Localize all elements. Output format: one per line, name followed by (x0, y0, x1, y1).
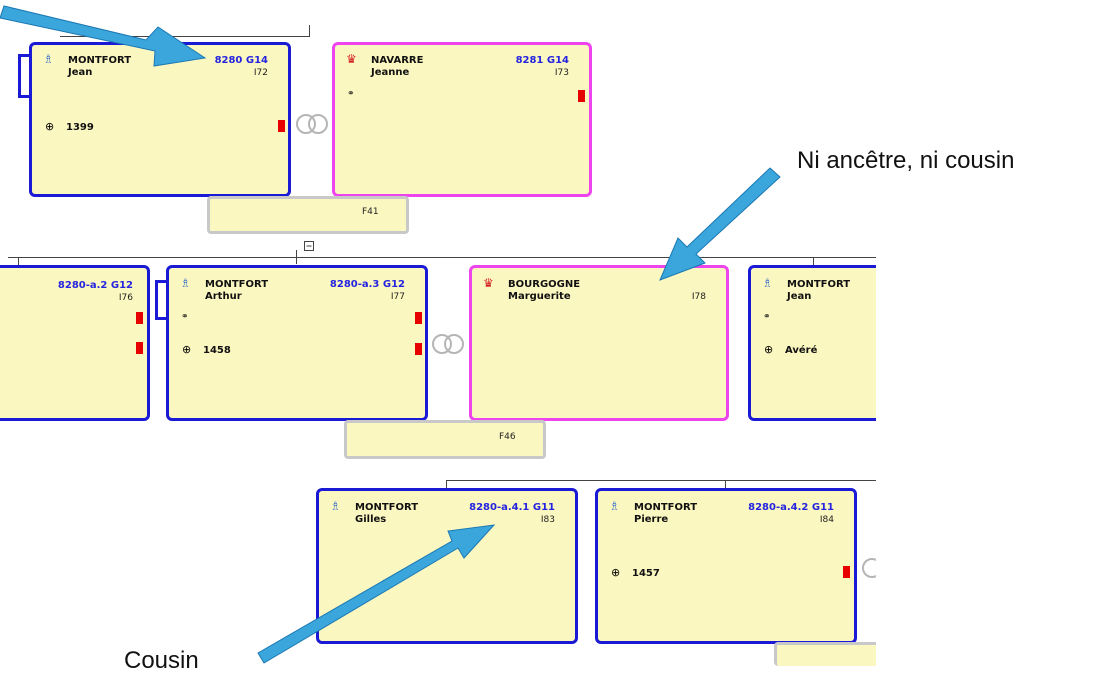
person-id: I78 (691, 292, 706, 302)
sosa-number: 8281 G14 (515, 55, 569, 66)
collapse-icon (304, 241, 314, 251)
source-marker[interactable] (578, 90, 585, 102)
male-person-icon: ♗ (330, 499, 341, 513)
death-date: 1399 (66, 122, 94, 133)
gen12-tick-left (18, 257, 19, 265)
person-card-jean-montfort[interactable]: ♗ MONTFORT Jean 8280 G14 I72 ⊕ 1399 (29, 42, 291, 197)
annotation-ni-ancetre: Ni ancêtre, ni cousin (797, 147, 1015, 174)
family-id: F46 (499, 432, 516, 442)
person-given-name: Arthur (205, 291, 242, 302)
gen12-tick-arthur (296, 250, 297, 264)
death-date: 1458 (203, 345, 231, 356)
family-box-f41[interactable]: F41 (207, 196, 409, 234)
person-card-marguerite-bourgogne[interactable]: ♛ BOURGOGNE Marguerite I78 (469, 265, 729, 421)
arrow-to-sosa (0, 5, 207, 67)
person-id: I84 (819, 515, 834, 525)
male-person-icon: ♗ (43, 52, 54, 66)
death-icon: ⊕ (182, 343, 192, 356)
top-connector-h (60, 36, 310, 37)
gen12-connector (8, 257, 876, 258)
person-card-arthur-montfort[interactable]: ♗ MONTFORT Arthur 8280-a.3 G12 I77 ⚭ ⊕ 1… (166, 265, 428, 421)
marriage-icon (296, 114, 328, 134)
family-box-partial[interactable] (774, 642, 894, 666)
person-given-name: Jean (68, 67, 93, 78)
person-card-gilles-montfort[interactable]: ♗ MONTFORT Gilles 8280-a.4.1 G11 I83 (316, 488, 578, 644)
family-box-f46[interactable]: F46 (344, 420, 546, 459)
sosa-number: 8280-a.4.2 G11 (748, 502, 834, 513)
person-surname: BOURGOGNE (508, 279, 581, 290)
male-person-icon: ♗ (609, 499, 620, 513)
person-id: I73 (554, 68, 569, 78)
person-card-jean-montfort-right[interactable]: ♗ MONTFORT Jean ⚭ ⊕ Avéré (748, 265, 888, 421)
marriage-icon (432, 334, 464, 354)
collapse-toggle[interactable] (304, 236, 314, 251)
person-card-jeanne-navarre[interactable]: ♛ NAVARRE Jeanne 8281 G14 I73 ⚭ (332, 42, 592, 197)
marriage-icon (862, 558, 876, 578)
arrow-to-bourgogne (659, 167, 781, 281)
arrow-to-gilles (257, 524, 496, 664)
male-person-icon: ♗ (180, 276, 191, 290)
sosa-number: 8280-a.3 G12 (329, 279, 405, 290)
source-marker[interactable] (278, 120, 285, 132)
male-person-icon: ♗ (762, 276, 773, 290)
person-given-name: Marguerite (508, 291, 571, 302)
ancestor-expander[interactable] (155, 280, 167, 320)
ancestor-expander[interactable] (18, 54, 30, 98)
person-surname: MONTFORT (205, 279, 269, 290)
person-id: I72 (253, 68, 268, 78)
death-icon: ⊕ (611, 566, 621, 579)
death-date: 1457 (632, 568, 660, 579)
person-card-8280-a2[interactable]: 8280-a.2 G12 I76 (0, 265, 150, 421)
person-id: I76 (118, 293, 133, 303)
death-icon: ⊕ (45, 120, 55, 133)
sosa-number: 8280-a.4.1 G11 (469, 502, 555, 513)
marriage-indicator: ⚭ (181, 312, 189, 322)
person-given-name: Pierre (634, 514, 669, 525)
family-id: F41 (362, 207, 379, 217)
person-surname: MONTFORT (787, 279, 851, 290)
person-given-name: Gilles (355, 514, 387, 525)
annotation-cousin: Cousin (124, 647, 199, 674)
person-surname: MONTFORT (68, 55, 132, 66)
marriage-indicator: ⚭ (763, 312, 771, 322)
person-surname: NAVARRE (371, 55, 424, 66)
person-id: I83 (540, 515, 555, 525)
gen11-connector (446, 480, 876, 481)
sosa-number: 8280-a.2 G12 (57, 280, 133, 291)
source-marker[interactable] (415, 312, 422, 324)
person-surname: MONTFORT (634, 502, 698, 513)
sosa-number: 8280 G14 (214, 55, 268, 66)
source-marker[interactable] (415, 343, 422, 355)
gen11-tick-pierre (725, 480, 726, 489)
gen12-tick-right (813, 257, 814, 265)
female-person-icon: ♛ (346, 52, 357, 66)
death-icon: ⊕ (764, 343, 774, 356)
source-marker[interactable] (136, 312, 143, 324)
top-connector-v (309, 25, 310, 37)
death-date: Avéré (785, 345, 818, 356)
person-given-name: Jean (787, 291, 812, 302)
person-id: I77 (390, 292, 405, 302)
annotation-margin (876, 0, 1113, 682)
marriage-indicator: ⚭ (347, 89, 355, 99)
source-marker[interactable] (843, 566, 850, 578)
person-surname: MONTFORT (355, 502, 419, 513)
person-given-name: Jeanne (371, 67, 410, 78)
female-person-icon: ♛ (483, 276, 494, 290)
person-card-pierre-montfort[interactable]: ♗ MONTFORT Pierre 8280-a.4.2 G11 I84 ⊕ 1… (595, 488, 857, 644)
source-marker[interactable] (136, 342, 143, 354)
gen11-tick-gilles (446, 480, 447, 489)
